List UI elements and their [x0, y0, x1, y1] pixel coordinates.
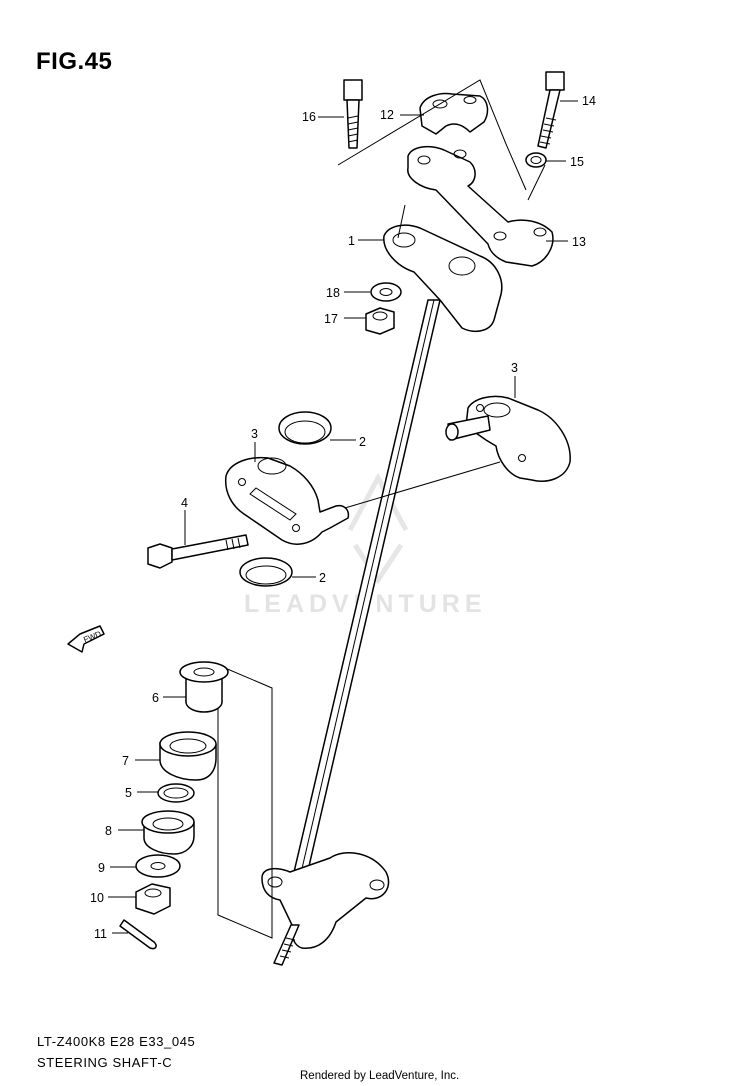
- callout-10: 10: [90, 891, 104, 905]
- callout-1: 1: [348, 234, 355, 248]
- callout-labels: 16 12 14 15 1 13 18 17 3 2 3 4 2 6 7 5 8…: [90, 94, 596, 941]
- handlebar-clamp-12: [419, 92, 489, 135]
- cotter-pin-11: [119, 919, 157, 950]
- assembly-guide-lines: [217, 79, 546, 939]
- washer-18: [370, 282, 402, 302]
- callout-5: 5: [125, 786, 132, 800]
- render-credit: Rendered by LeadVenture, Inc.: [300, 1070, 460, 1082]
- upper-bracket-1: [383, 224, 503, 333]
- washer-9: [135, 854, 181, 878]
- callout-17: 17: [324, 312, 338, 326]
- callout-11: 11: [94, 927, 107, 941]
- callout-8: 8: [105, 824, 112, 838]
- bolt-4: [147, 534, 249, 569]
- bearing-8: [141, 810, 195, 855]
- callout-12: 12: [380, 108, 394, 122]
- callout-3-left: 3: [251, 427, 258, 441]
- model-code: LT-Z400K8 E28 E33_045: [37, 1034, 196, 1049]
- callout-9: 9: [98, 861, 105, 875]
- forward-direction-arrow: FWD: [67, 625, 105, 653]
- watermark-logo: [347, 472, 409, 585]
- bolt-14: [537, 71, 565, 149]
- callout-2-upper: 2: [359, 435, 366, 449]
- callout-14: 14: [582, 94, 596, 108]
- nut-17: [365, 307, 395, 335]
- oil-seal-7: [159, 731, 217, 781]
- callout-15: 15: [570, 155, 584, 169]
- figure-title: FIG.45: [36, 48, 113, 75]
- castle-nut-10: [135, 883, 171, 915]
- bushing-2-upper: [278, 411, 332, 445]
- steering-arm-13: [407, 145, 554, 267]
- lower-shaft-bracket: [261, 851, 390, 966]
- leader-lines: [108, 100, 578, 934]
- callout-7: 7: [122, 754, 129, 768]
- callout-18: 18: [326, 286, 340, 300]
- bushing-housing-3-right: [445, 395, 571, 482]
- callout-16: 16: [302, 110, 316, 124]
- callout-6: 6: [152, 691, 159, 705]
- bushing-housing-3-left: [224, 456, 350, 545]
- bolt-16: [343, 79, 363, 149]
- callout-2-lower: 2: [319, 571, 326, 585]
- steering-shaft: [286, 299, 441, 906]
- callout-4: 4: [181, 496, 188, 510]
- section-name: STEERING SHAFT-C: [37, 1055, 173, 1070]
- lock-washer-15: [525, 152, 547, 168]
- collar-6: [179, 661, 229, 713]
- callout-3-right: 3: [511, 361, 518, 375]
- o-ring-5: [157, 783, 195, 803]
- callout-13: 13: [572, 235, 586, 249]
- bushing-2-lower: [239, 557, 293, 587]
